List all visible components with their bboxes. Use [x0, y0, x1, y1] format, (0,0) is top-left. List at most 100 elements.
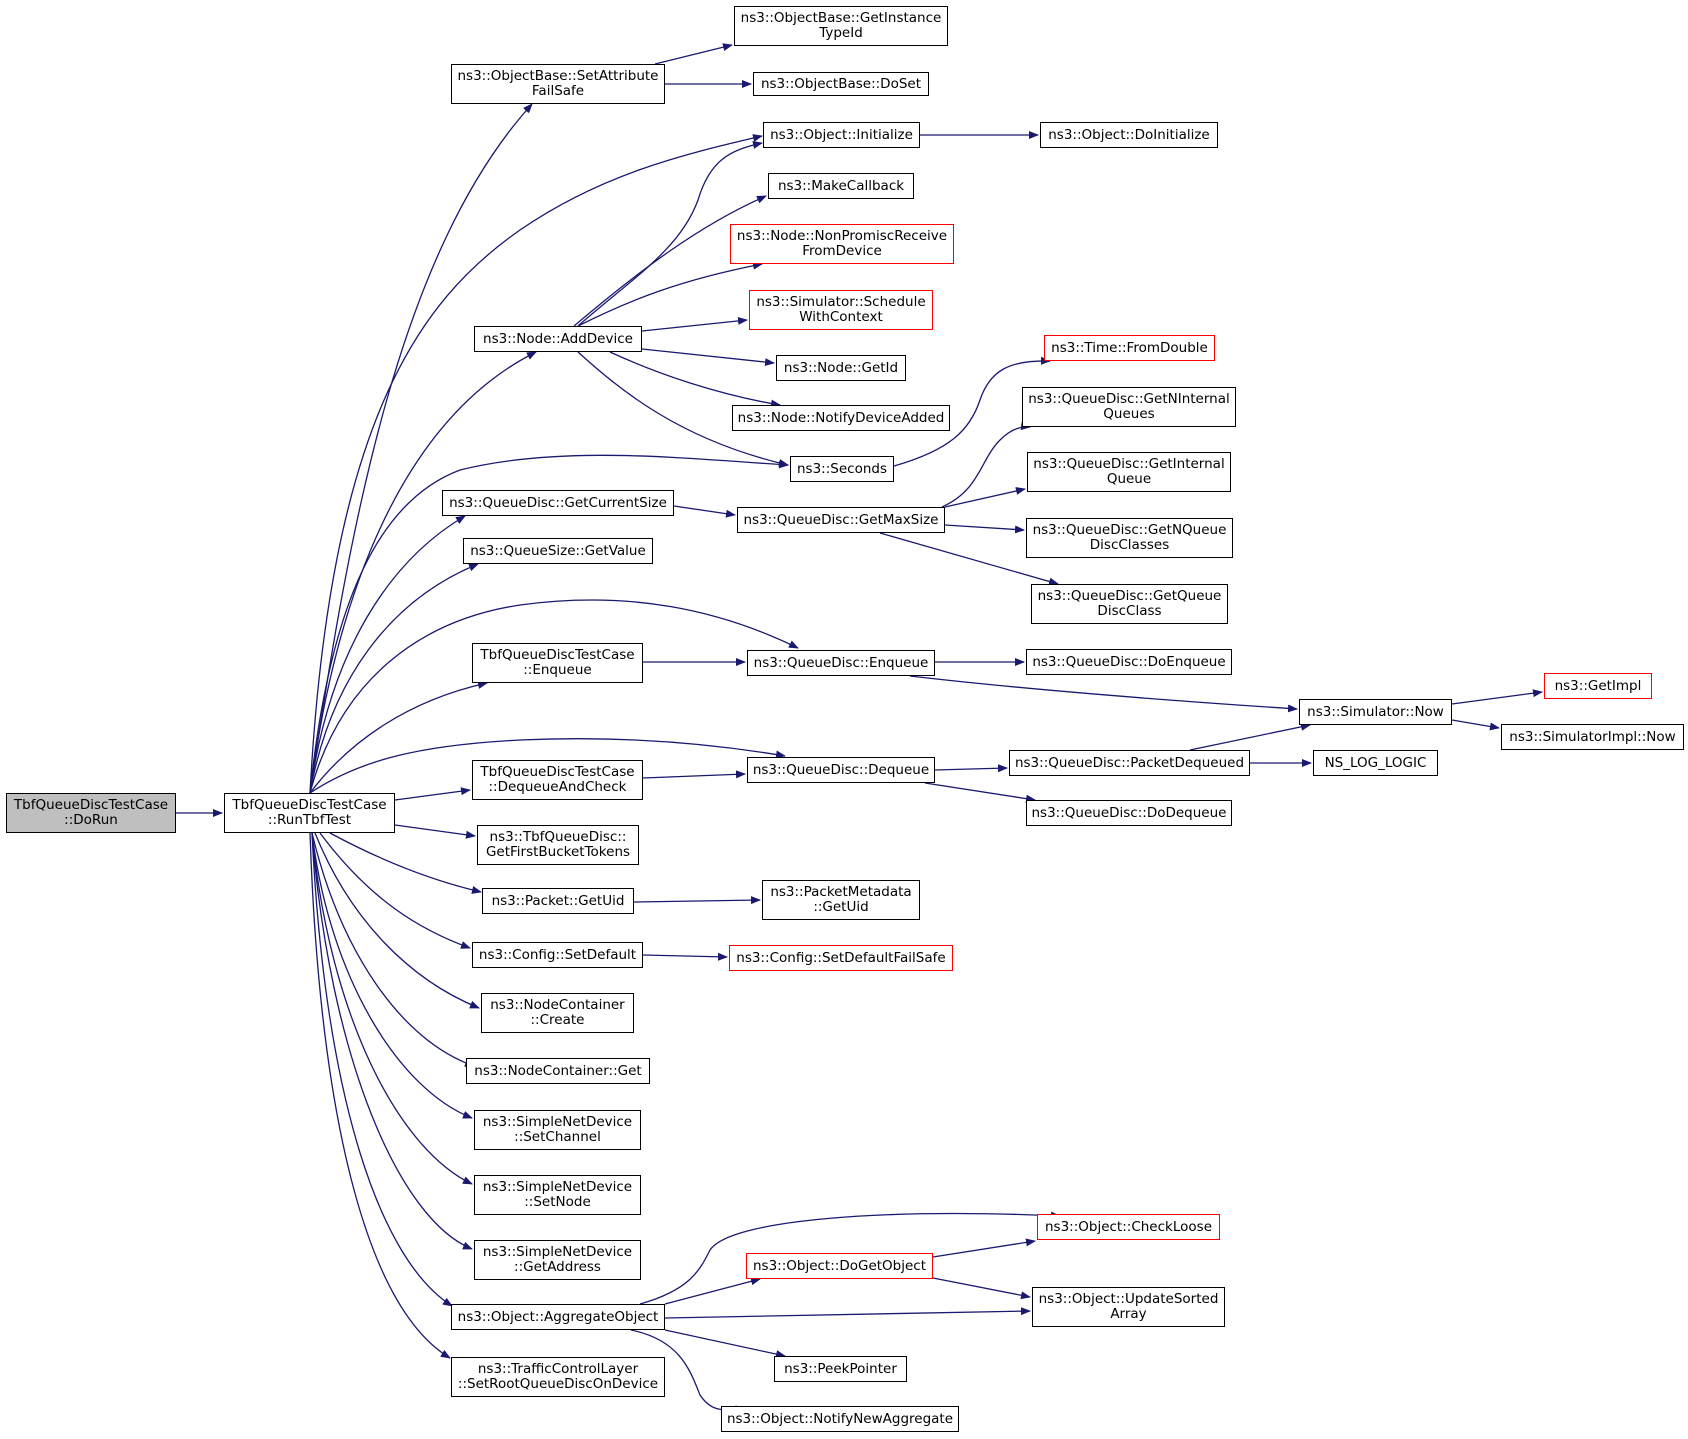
node-setRootQueueDisc[interactable]: ns3::TrafficControlLayer ::SetRootQueueD… [451, 1357, 665, 1397]
node-objInitialize[interactable]: ns3::Object::Initialize [763, 122, 920, 148]
edge-getMaxSize-getInternalQueue [944, 487, 1026, 508]
node-doSet[interactable]: ns3::ObjectBase::DoSet [753, 72, 929, 96]
node-nodeGetId[interactable]: ns3::Node::GetId [776, 355, 906, 381]
node-timeFromDouble[interactable]: ns3::Time::FromDouble [1044, 335, 1215, 361]
node-qdDoEnqueue[interactable]: ns3::QueueDisc::DoEnqueue [1026, 649, 1232, 675]
edge-getMaxSize-getQueueDiscClass [879, 532, 1059, 586]
node-getNQueueDiscClasses[interactable]: ns3::QueueDisc::GetNQueue DiscClasses [1026, 518, 1233, 558]
node-nodeContainerGet[interactable]: ns3::NodeContainer::Get [466, 1058, 650, 1084]
edge-runTbfTest-dequeueAndCheck [394, 787, 471, 801]
edge-doGetObject-checkLoose [932, 1238, 1036, 1258]
edge-seconds-timeFromDouble [893, 356, 1051, 467]
node-nodeContainerCreate[interactable]: ns3::NodeContainer ::Create [481, 993, 634, 1033]
node-seconds[interactable]: ns3::Seconds [790, 456, 894, 482]
node-nsLogLogic[interactable]: NS_LOG_LOGIC [1313, 750, 1438, 776]
edge-runTbfTest-queueSizeGetValue [309, 563, 479, 794]
edge-getMaxSize-getNInternalQueues [941, 422, 1031, 508]
edge-aggregateObject-checkLoose [639, 1211, 1061, 1305]
edge-runTbfTest-configSetDefault [319, 832, 471, 949]
edge-configSetDefault-configSetDefaultFailSafe [642, 952, 728, 961]
edge-runTbfTest-qdDequeue [309, 738, 786, 794]
node-simNow[interactable]: ns3::Simulator::Now [1299, 699, 1452, 725]
node-simImplNow[interactable]: ns3::SimulatorImpl::Now [1501, 724, 1684, 750]
edge-simNow-simImplNow [1451, 719, 1500, 731]
edge-runTbfTest-setChannel [311, 832, 473, 1119]
node-getImpl[interactable]: ns3::GetImpl [1544, 673, 1652, 699]
node-nonPromisc[interactable]: ns3::Node::NonPromiscReceive FromDevice [730, 224, 954, 264]
node-setAttrFailSafe[interactable]: ns3::ObjectBase::SetAttribute FailSafe [451, 64, 665, 104]
node-tbfEnqueue[interactable]: TbfQueueDiscTestCase ::Enqueue [472, 643, 643, 683]
edge-addDevice-makeCallback [573, 195, 767, 327]
node-doRun: TbfQueueDiscTestCase ::DoRun [6, 793, 176, 833]
node-packetDequeued[interactable]: ns3::QueueDisc::PacketDequeued [1009, 750, 1250, 776]
node-getMaxSize[interactable]: ns3::QueueDisc::GetMaxSize [737, 507, 945, 533]
node-addDevice[interactable]: ns3::Node::AddDevice [474, 326, 642, 352]
node-qdDoDequeue[interactable]: ns3::QueueDisc::DoDequeue [1026, 800, 1232, 826]
node-updateSortedArray[interactable]: ns3::Object::UpdateSorted Array [1032, 1287, 1225, 1327]
node-qdEnqueue[interactable]: ns3::QueueDisc::Enqueue [747, 650, 935, 676]
edge-runTbfTest-getAddress [311, 832, 473, 1250]
node-getInstanceTypeId[interactable]: ns3::ObjectBase::GetInstance TypeId [734, 6, 948, 46]
node-checkLoose[interactable]: ns3::Object::CheckLoose [1037, 1214, 1220, 1240]
node-makeCallback[interactable]: ns3::MakeCallback [768, 173, 914, 199]
node-qdDequeue[interactable]: ns3::QueueDisc::Dequeue [747, 757, 935, 783]
edge-addDevice-notifyDeviceAdded [609, 351, 781, 408]
node-peekPointer[interactable]: ns3::PeekPointer [774, 1356, 907, 1382]
node-getQueueDiscClass[interactable]: ns3::QueueDisc::GetQueue DiscClass [1031, 584, 1228, 624]
edge-runTbfTest-nodeContainerCreate [314, 832, 480, 1009]
node-runTbfTest[interactable]: TbfQueueDiscTestCase ::RunTbfTest [224, 793, 395, 833]
call-edges [176, 43, 1543, 1414]
edge-doGetObject-updateSortedArray [932, 1277, 1031, 1300]
edge-addDevice-nodeGetId [641, 348, 775, 367]
edge-aggregateObject-updateSortedArray [664, 1307, 1031, 1319]
edge-addDevice-objInitialize [577, 141, 763, 327]
edge-runTbfTest-firstBucketTokens [394, 824, 476, 839]
edge-runTbfTest-setRootQueueDisc [309, 832, 451, 1359]
node-packetGetUid[interactable]: ns3::Packet::GetUid [482, 888, 634, 914]
node-notifyNewAggregate[interactable]: ns3::Object::NotifyNewAggregate [721, 1406, 959, 1432]
node-dequeueAndCheck[interactable]: TbfQueueDiscTestCase ::DequeueAndCheck [472, 760, 643, 800]
edge-runTbfTest-nodeContainerGet [311, 832, 475, 1067]
edge-packetGetUid-metadataGetUid [633, 896, 761, 905]
node-getAddress[interactable]: ns3::SimpleNetDevice ::GetAddress [474, 1240, 641, 1280]
edge-setAttrFailSafe-getInstanceTypeId [654, 43, 733, 65]
edge-qdDequeue-packetDequeued [934, 764, 1008, 773]
edge-runTbfTest-packetGetUid [329, 832, 482, 894]
node-getInternalQueue[interactable]: ns3::QueueDisc::GetInternal Queue [1027, 452, 1231, 492]
node-setChannel[interactable]: ns3::SimpleNetDevice ::SetChannel [474, 1110, 641, 1150]
edge-getMaxSize-getNQueueDiscClasses [944, 524, 1025, 534]
edge-simNow-getImpl [1451, 689, 1543, 705]
edge-runTbfTest-seconds [309, 454, 789, 794]
edge-getCurrentSize-getMaxSize [673, 505, 736, 518]
edge-runTbfTest-aggregateObject [311, 832, 453, 1307]
node-setNode[interactable]: ns3::SimpleNetDevice ::SetNode [474, 1175, 641, 1215]
edge-runTbfTest-addDevice [309, 351, 537, 794]
edge-aggregateObject-doGetObject [664, 1277, 761, 1305]
node-notifyDeviceAdded[interactable]: ns3::Node::NotifyDeviceAdded [732, 405, 950, 431]
edge-dequeueAndCheck-qdDequeue [642, 770, 746, 779]
edge-aggregateObject-peekPointer [664, 1329, 786, 1359]
node-scheduleWithContext[interactable]: ns3::Simulator::Schedule WithContext [749, 290, 933, 330]
edge-runTbfTest-tbfEnqueue [309, 681, 488, 794]
edge-addDevice-seconds [577, 351, 789, 467]
node-objDoInitialize[interactable]: ns3::Object::DoInitialize [1040, 122, 1218, 148]
node-getCurrentSize[interactable]: ns3::QueueDisc::GetCurrentSize [442, 490, 674, 516]
node-configSetDefault[interactable]: ns3::Config::SetDefault [472, 942, 643, 968]
edge-runTbfTest-getCurrentSize [309, 515, 466, 794]
edge-runTbfTest-objInitialize [309, 134, 763, 794]
edge-packetDequeued-simNow [1189, 722, 1311, 751]
node-configSetDefaultFailSafe[interactable]: ns3::Config::SetDefaultFailSafe [729, 945, 953, 971]
node-metadataGetUid[interactable]: ns3::PacketMetadata ::GetUid [762, 880, 920, 920]
edge-qdEnqueue-simNow [909, 675, 1298, 713]
edge-runTbfTest-qdEnqueue [309, 599, 799, 794]
edge-addDevice-nonPromisc [577, 261, 763, 327]
edge-qdDequeue-qdDoDequeue [924, 782, 1036, 803]
edge-runTbfTest-setNode [311, 832, 473, 1185]
node-getNInternalQueues[interactable]: ns3::QueueDisc::GetNInternal Queues [1022, 387, 1236, 427]
node-aggregateObject[interactable]: ns3::Object::AggregateObject [451, 1304, 665, 1330]
node-doGetObject[interactable]: ns3::Object::DoGetObject [746, 1253, 933, 1279]
node-queueSizeGetValue[interactable]: ns3::QueueSize::GetValue [463, 538, 653, 564]
node-firstBucketTokens[interactable]: ns3::TbfQueueDisc:: GetFirstBucketTokens [477, 825, 639, 865]
edge-addDevice-scheduleWithContext [641, 316, 748, 332]
